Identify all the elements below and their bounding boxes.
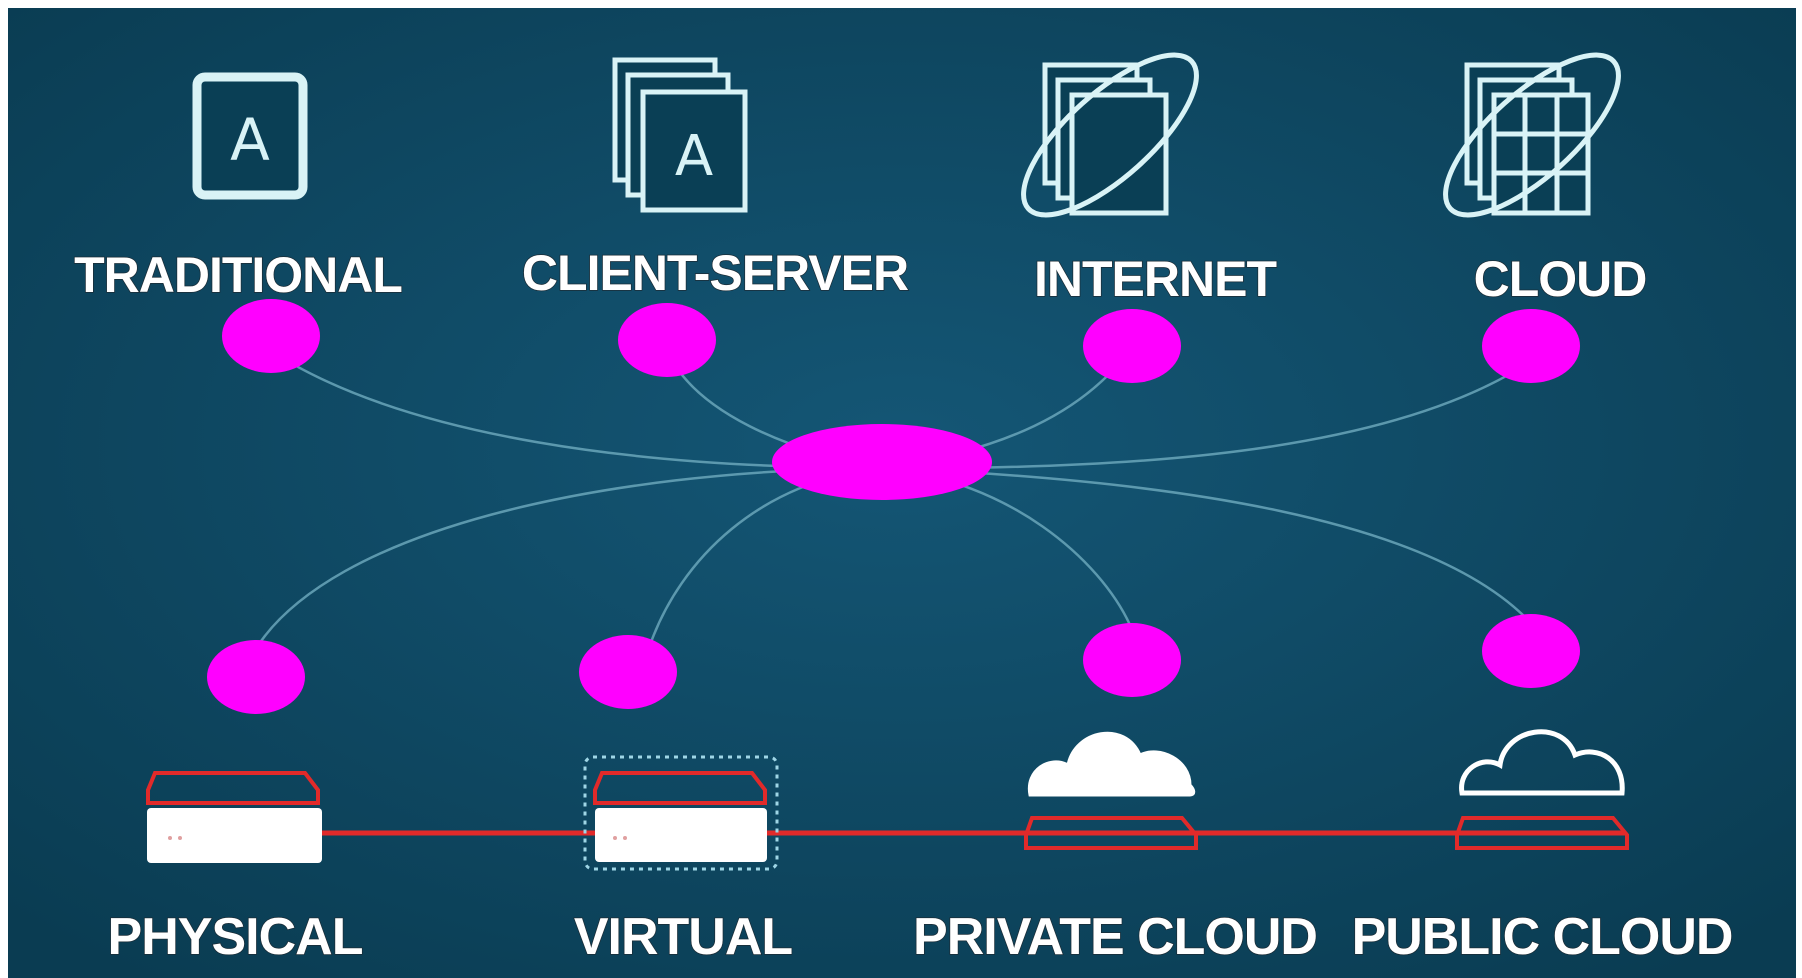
cloud-outline-filled-icon [1024, 731, 1198, 850]
label-traditional: TRADITIONAL [74, 247, 402, 303]
label-virtual: VIRTUAL [574, 908, 793, 966]
connector-public-cloud [881, 466, 1529, 621]
node-physical [207, 640, 305, 714]
label-internet: INTERNET [1034, 251, 1276, 307]
cloud-outline-icon [1455, 729, 1629, 850]
label-cloud: CLOUD [1474, 251, 1647, 307]
document-icon: A [192, 72, 308, 200]
connector-cloud [881, 363, 1526, 470]
node-traditional [222, 299, 320, 373]
svg-text:A: A [230, 106, 270, 174]
label-public-cloud: PUBLIC CLOUD [1352, 908, 1733, 966]
node-internet [1083, 309, 1181, 383]
node-client-server [618, 303, 716, 377]
node-private-cloud [1083, 623, 1181, 697]
node-cloud [1482, 309, 1580, 383]
node-public-cloud [1482, 614, 1580, 688]
label-physical: PHYSICAL [108, 908, 363, 966]
node-virtual [579, 635, 677, 709]
label-client-server: CLIENT-SERVER [522, 245, 909, 301]
orbit-grid-icon [1443, 52, 1621, 218]
server-icon [146, 771, 322, 863]
connection-nodes [207, 299, 1580, 714]
svg-text:A: A [675, 124, 713, 189]
node-center [772, 424, 992, 500]
label-private-cloud: PRIVATE CLOUD [913, 908, 1317, 966]
stacked-documents-icon: A [612, 57, 748, 213]
virtual-server-icon [583, 755, 779, 871]
orbit-pages-icon [1021, 52, 1199, 218]
connector-physical [253, 466, 883, 651]
